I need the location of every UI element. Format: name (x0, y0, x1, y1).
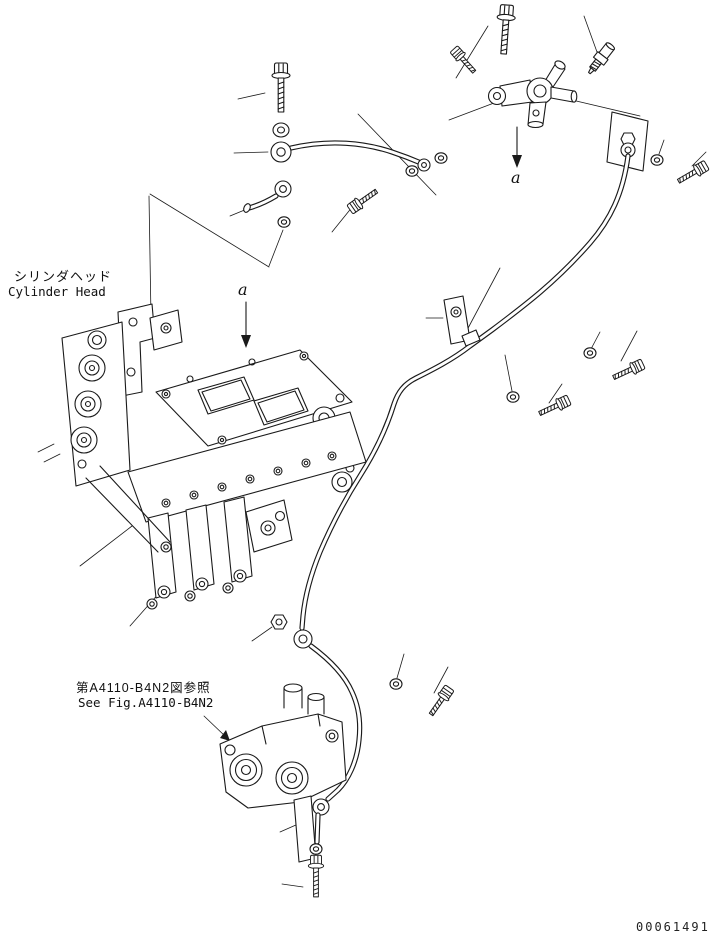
banjo-washer (277, 216, 291, 228)
top-right-washer (650, 154, 664, 166)
drawing-number: 00061491 (636, 920, 710, 934)
pressure-sensor (588, 42, 615, 75)
bottom-bolt (307, 854, 325, 898)
see-fig-label-en: See Fig.A4110-B4N2 (78, 695, 214, 710)
cylinder-head-label-jp: シリンダヘッド (14, 269, 113, 284)
pipe-washer-b (506, 391, 520, 403)
lower-fitting-block (219, 683, 347, 809)
pipe-top-banjo (620, 132, 636, 158)
view-label-top: a (511, 168, 521, 187)
left-bolt-washer (272, 122, 290, 138)
cylinder-head-block (61, 303, 367, 610)
see-fig-arrow (203, 715, 230, 741)
lower-washer (389, 678, 403, 690)
pipe-bolt-a (610, 357, 647, 384)
pipe-washer-a (583, 347, 597, 359)
lower-bolt (425, 683, 456, 719)
leader-lines (37, 15, 707, 888)
cylinder-head-label-en: Cylinder Head (8, 284, 106, 299)
view-arrow-top (512, 126, 522, 168)
see-fig-label-jp: 第A4110-B4N2図参照 (76, 681, 211, 695)
view-arrow-block (241, 301, 251, 348)
top-flange-bolt (494, 3, 517, 56)
main-fuel-pipe (299, 153, 631, 631)
top-right-bolt (674, 159, 711, 188)
angled-bolt-left (345, 185, 381, 216)
upper-fuel-tube (270, 140, 431, 172)
left-flange-bolt (271, 62, 291, 113)
tube-washer-b (434, 152, 448, 164)
pipe-nut (270, 614, 288, 630)
fuel-fitting (487, 60, 578, 129)
pipe-bolt-b (536, 393, 573, 420)
joint-bolt (448, 44, 480, 77)
pipe-clamp-tab (443, 295, 471, 345)
tube-washer-a (405, 165, 419, 177)
bottom-washer (309, 843, 323, 855)
lower-left-tube (243, 180, 292, 213)
view-label-block: a (238, 280, 248, 299)
lower-fuel-pipe (293, 629, 363, 802)
drain-tube (312, 798, 330, 845)
